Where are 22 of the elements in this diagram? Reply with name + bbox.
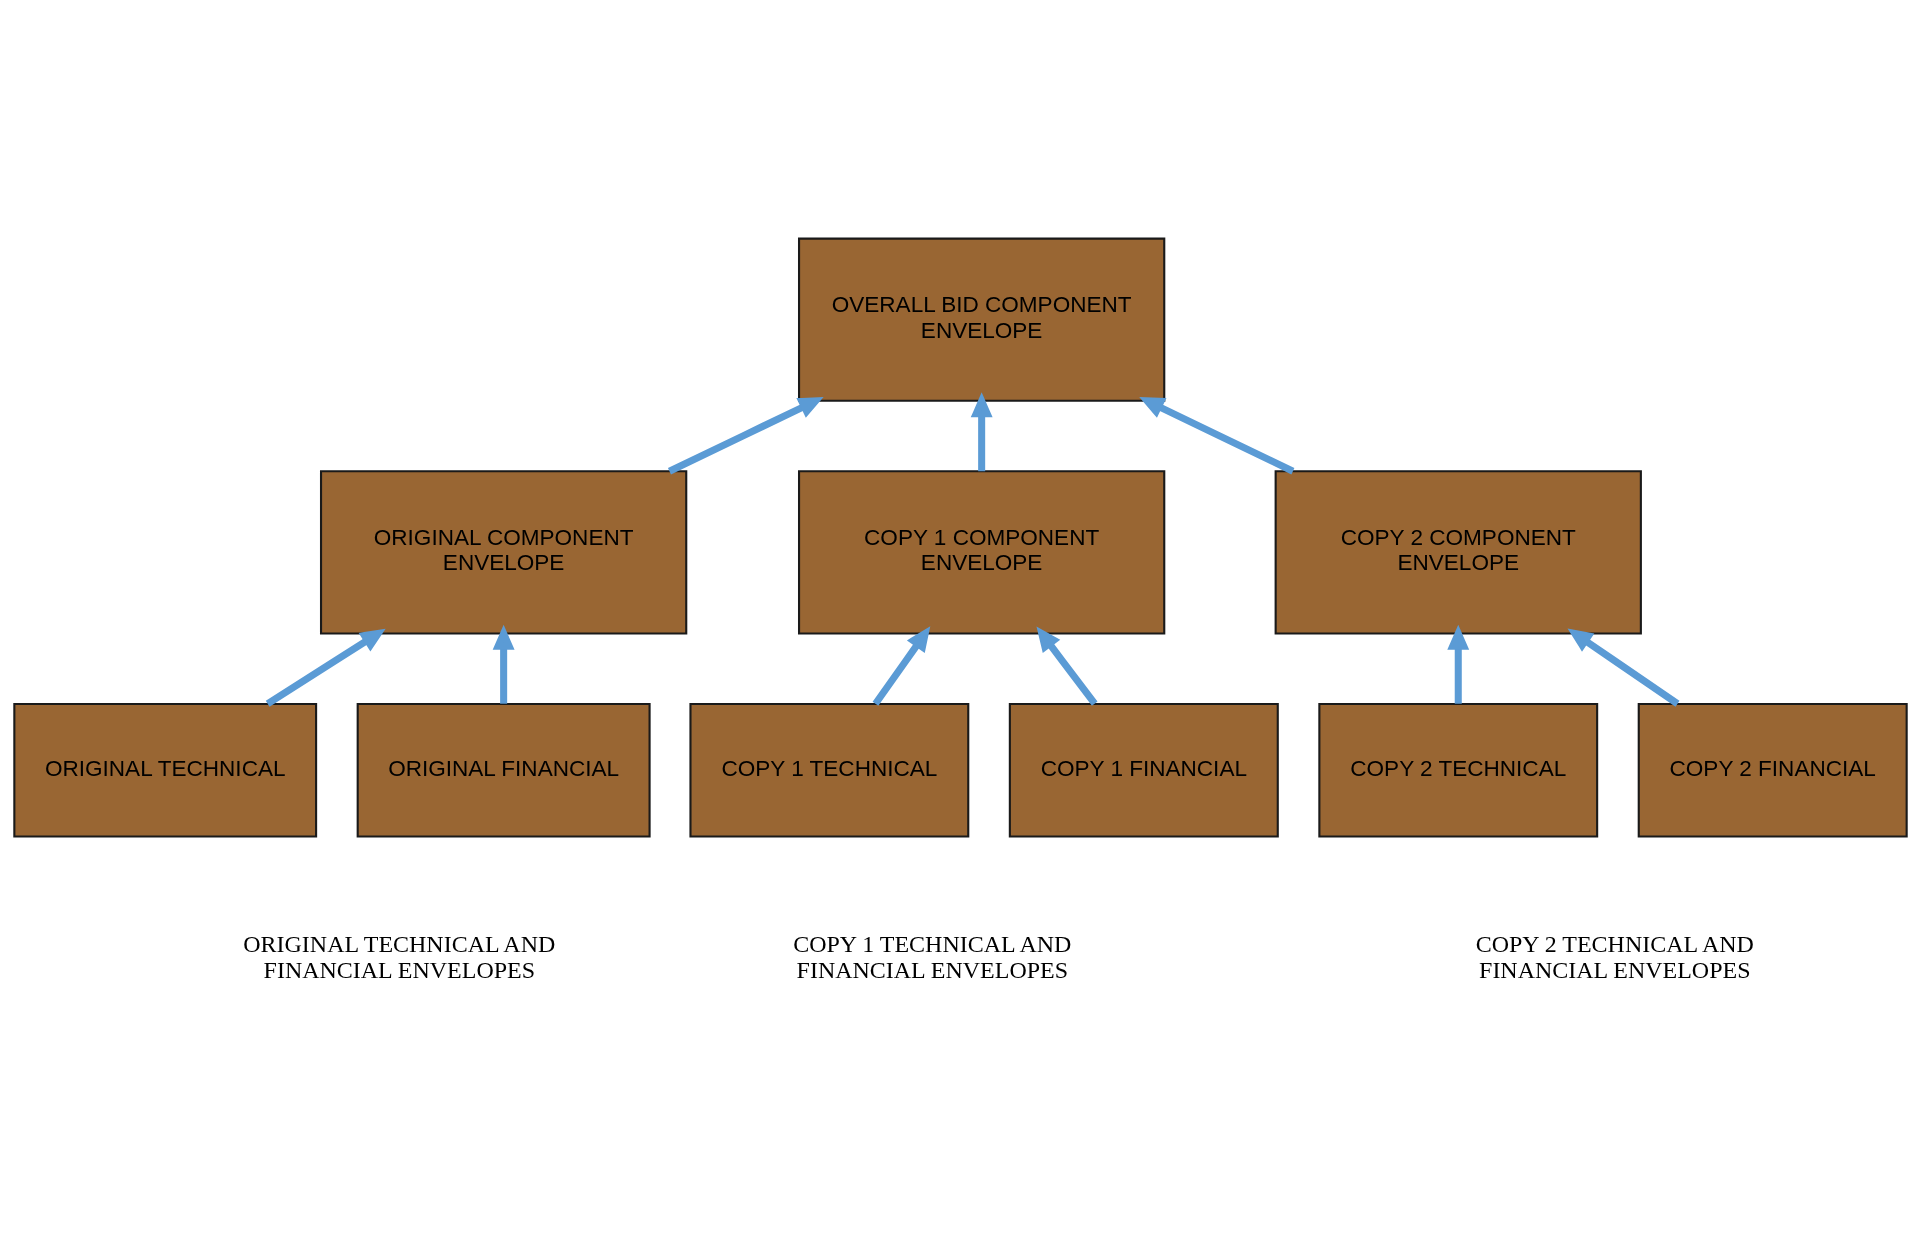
node-box: COPY 2 COMPONENT ENVELOPE [1274,469,1642,634]
label: COPY 2 TECHNICAL AND FINANCIAL ENVELOPES [1475,930,1754,983]
arrow [265,628,386,707]
node-box: COPY 1 TECHNICAL [689,702,970,838]
arrow [970,391,993,471]
arrow [1447,624,1470,704]
arrow [1036,625,1098,706]
arrow [1567,628,1680,707]
node-box: COPY 2 FINANCIAL [1637,702,1908,838]
node-box: OVERALL BID COMPONENT ENVELOPE [798,237,1166,402]
label: COPY 1 TECHNICAL AND FINANCIAL ENVELOPES [793,930,1072,983]
arrow [492,624,515,704]
node-box: COPY 1 COMPONENT ENVELOPE [798,469,1166,634]
node-box: COPY 1 FINANCIAL [1008,702,1279,838]
arrow [667,396,824,474]
node-box: ORIGINAL FINANCIAL [356,702,651,838]
node-box: COPY 2 TECHNICAL [1318,702,1599,838]
node-box: ORIGINAL TECHNICAL [13,702,318,838]
arrow [1139,396,1295,474]
node-box: ORIGINAL COMPONENT ENVELOPE [319,469,688,634]
label: ORIGINAL TECHNICAL AND FINANCIAL ENVELOPES [243,930,556,983]
arrow [872,625,931,706]
